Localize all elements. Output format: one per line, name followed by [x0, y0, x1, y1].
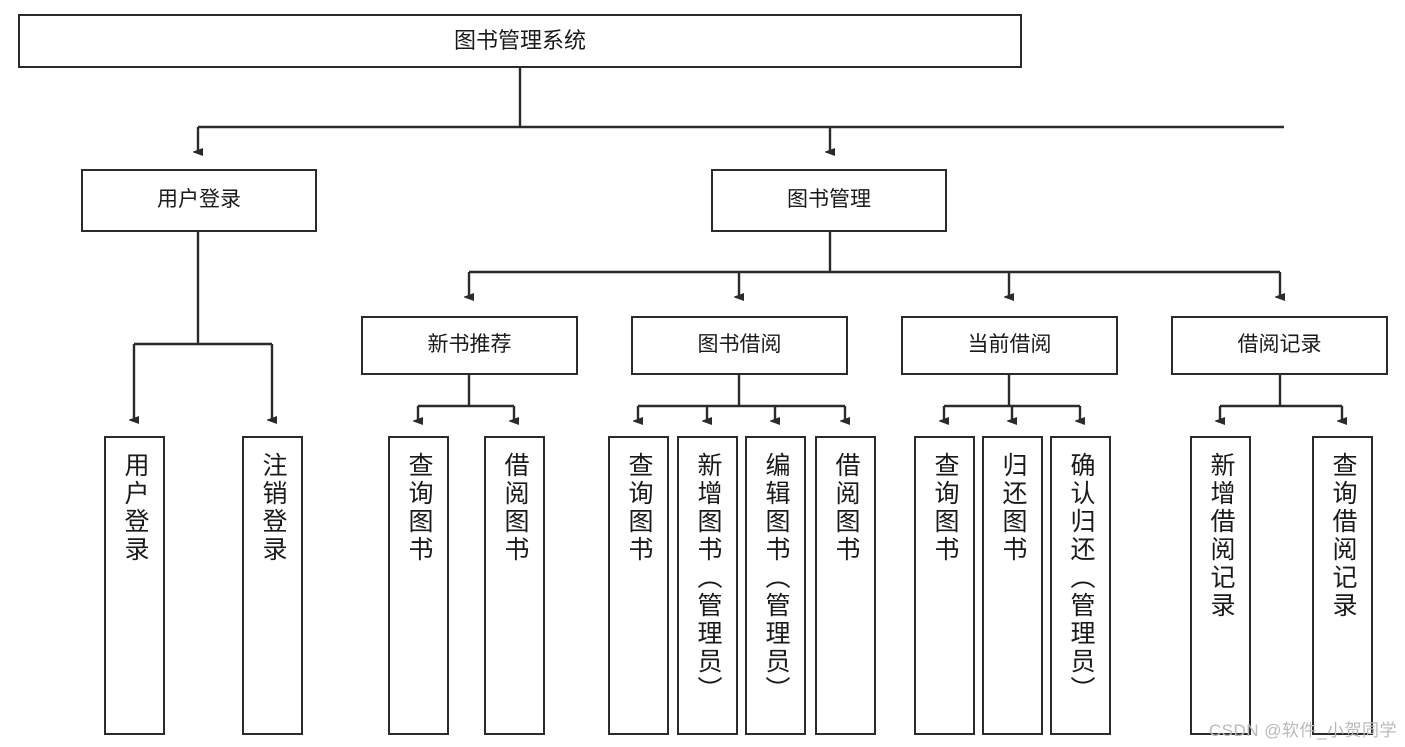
leaf-edit-book-admin[interactable]: 编辑图书（管理员）	[745, 436, 806, 735]
node-user-login[interactable]: 用户登录	[81, 169, 317, 232]
leaf-borrow-book-newbook[interactable]: 借阅图书	[484, 436, 545, 735]
leaf-query-book-borrow[interactable]: 查询图书	[608, 436, 669, 735]
node-label: 用户登录	[157, 188, 241, 212]
node-label: 借阅图书	[832, 452, 860, 564]
node-label: 查询借阅记录	[1329, 452, 1357, 620]
node-label: 查询图书	[931, 452, 959, 564]
leaf-logout[interactable]: 注销登录	[242, 436, 303, 735]
node-label: 新增图书（管理员）	[694, 452, 722, 704]
node-label: 查询图书	[625, 452, 653, 564]
leaf-query-borrow-record[interactable]: 查询借阅记录	[1312, 436, 1373, 735]
node-label: 图书管理	[787, 188, 871, 212]
leaf-user-login[interactable]: 用户登录	[104, 436, 165, 735]
leaf-return-book[interactable]: 归还图书	[982, 436, 1043, 735]
node-current-borrow[interactable]: 当前借阅	[901, 316, 1118, 375]
node-book-management[interactable]: 图书管理	[711, 169, 947, 232]
node-label: 借阅记录	[1237, 333, 1322, 357]
node-root-system[interactable]: 图书管理系统	[18, 14, 1022, 68]
node-label: 编辑图书（管理员）	[762, 452, 790, 704]
leaf-confirm-return-admin[interactable]: 确认归还（管理员）	[1050, 436, 1111, 735]
node-label: 用户登录	[121, 452, 149, 564]
node-book-borrow[interactable]: 图书借阅	[631, 316, 848, 375]
node-label: 查询图书	[405, 452, 433, 564]
leaf-add-book-admin[interactable]: 新增图书（管理员）	[677, 436, 738, 735]
node-label: 新增借阅记录	[1207, 452, 1235, 620]
node-label: 图书管理系统	[453, 28, 586, 54]
node-label: 新书推荐	[427, 333, 512, 357]
node-label: 归还图书	[999, 452, 1027, 564]
node-borrow-record[interactable]: 借阅记录	[1171, 316, 1388, 375]
node-label: 借阅图书	[501, 452, 529, 564]
leaf-query-book-newbook[interactable]: 查询图书	[388, 436, 449, 735]
node-label: 注销登录	[259, 452, 287, 564]
node-label: 当前借阅	[967, 333, 1052, 357]
leaf-add-borrow-record[interactable]: 新增借阅记录	[1190, 436, 1251, 735]
leaf-borrow-book[interactable]: 借阅图书	[815, 436, 876, 735]
node-new-book-recommend[interactable]: 新书推荐	[361, 316, 578, 375]
node-label: 确认归还（管理员）	[1067, 452, 1095, 704]
node-label: 图书借阅	[697, 333, 782, 357]
leaf-query-book-current[interactable]: 查询图书	[914, 436, 975, 735]
